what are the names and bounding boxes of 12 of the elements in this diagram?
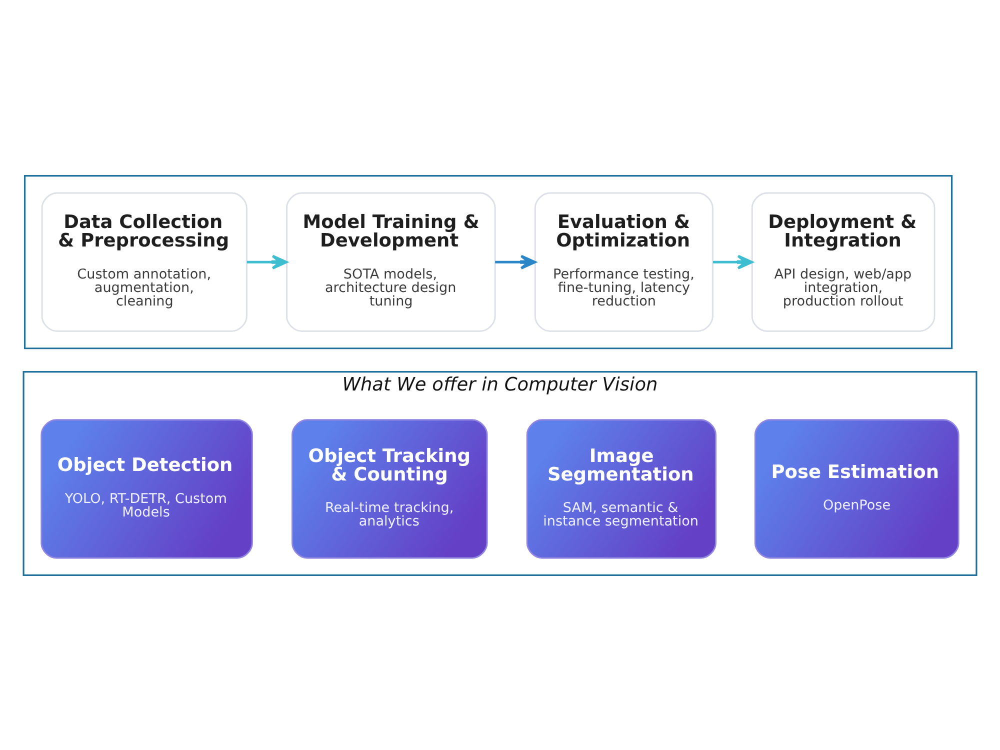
node-box: Evaluation & Optimization Performance testing, fine-tuning, latency reduction bbox=[534, 192, 714, 332]
node-box: Data Collection & Preprocessing Custom annotation, augmentation, cleaning bbox=[41, 192, 248, 332]
node-box: Pose Estimation OpenPose bbox=[754, 418, 960, 558]
arrow bbox=[713, 254, 753, 269]
node-box: Object Tracking & Counting Real-time tracking, analytics bbox=[292, 418, 488, 558]
arrow bbox=[246, 254, 288, 269]
node-box: Image Segmentation SAM, semantic & instance segmentation bbox=[526, 418, 716, 558]
cluster bbox=[24, 174, 953, 349]
node-box: Object Detection YOLO, RT-DETR, Custom Models bbox=[40, 418, 253, 558]
node-box: Deployment & Integration API design, web/app integration, production rollout bbox=[751, 192, 936, 332]
node-box: Model Training & Development SOTA models, architecture design tuning bbox=[286, 192, 496, 332]
arrow bbox=[495, 254, 536, 269]
